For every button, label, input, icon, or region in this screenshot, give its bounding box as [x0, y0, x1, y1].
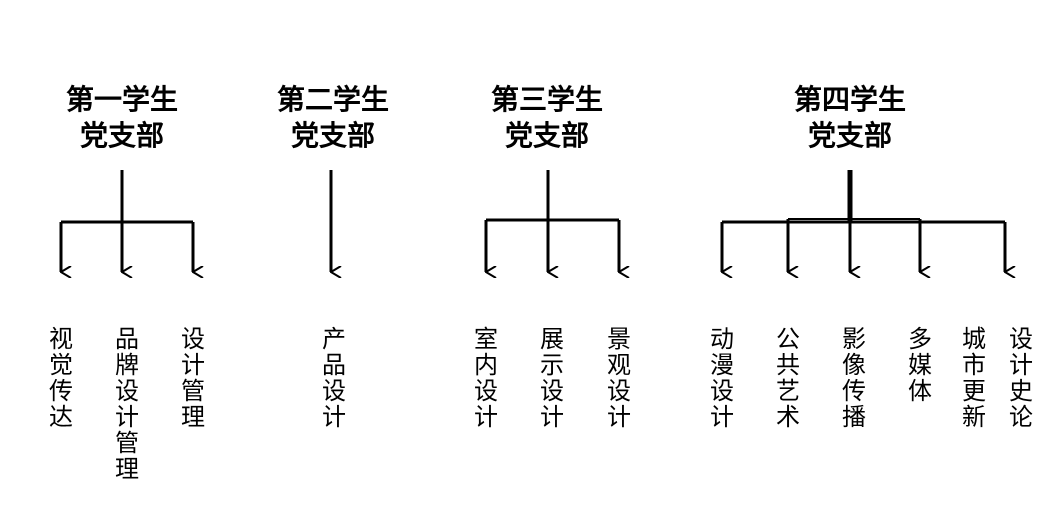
branch-title-1-line2: 党支部 — [79, 119, 164, 152]
major-interior-design: 室内设计 — [474, 325, 498, 431]
branch-title-1: 第一学生 党支部 — [22, 82, 222, 154]
branch-title-3: 第三学生 党支部 — [447, 82, 647, 154]
major-multimedia: 多媒体 — [908, 325, 932, 405]
major-product-design: 产品设计 — [322, 325, 346, 431]
branch-3-connectors — [484, 170, 619, 272]
major-brand-design-management: 品牌设计管理 — [115, 325, 139, 483]
branch-title-2-line2: 党支部 — [290, 119, 375, 152]
major-landscape-design: 景观设计 — [607, 325, 631, 431]
branch-title-3-line1: 第三学生 — [490, 83, 603, 116]
branch-title-4: 第四学生 党支部 — [750, 82, 950, 154]
branch-title-1-line1: 第一学生 — [65, 83, 178, 116]
branch-title-2: 第二学生 党支部 — [233, 82, 433, 154]
branch-title-3-line2: 党支部 — [504, 119, 589, 152]
major-design-management: 设计管理 — [181, 325, 205, 431]
major-design-history-theory: 设计史论 — [1009, 325, 1033, 431]
major-animation-design: 动漫设计 — [710, 325, 734, 431]
branch-title-2-line1: 第二学生 — [276, 83, 389, 116]
major-image-communication: 影像传播 — [842, 325, 866, 431]
major-visual-communication: 视觉传达 — [49, 325, 73, 431]
major-exhibition-design: 展示设计 — [540, 325, 564, 431]
major-public-art: 公共艺术 — [776, 325, 800, 431]
branch-4-connectors — [720, 170, 1005, 272]
branch-title-4-line2: 党支部 — [807, 119, 892, 152]
branch-title-4-line1: 第四学生 — [793, 83, 906, 116]
major-urban-renewal: 城市更新 — [962, 325, 986, 431]
branch-1-connectors — [59, 170, 193, 272]
